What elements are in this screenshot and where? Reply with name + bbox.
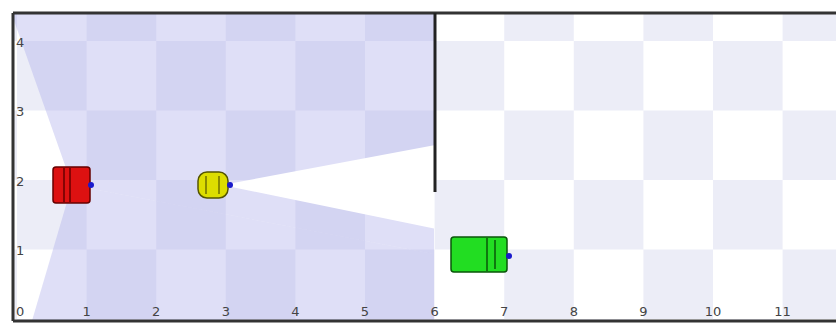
x-axis-tick: 1 [82, 305, 90, 318]
sensor-field [14, 14, 434, 320]
x-axis-tick: 6 [430, 305, 438, 318]
arena-border [13, 12, 836, 15]
x-axis-tick: 4 [291, 305, 299, 318]
arena-border [12, 13, 15, 321]
y-axis-tick: 4 [16, 36, 24, 49]
wall [434, 13, 437, 192]
y-axis-tick: 0 [16, 305, 24, 318]
y-axis-tick: 2 [16, 175, 24, 188]
x-axis-tick: 8 [570, 305, 578, 318]
x-axis-tick: 2 [152, 305, 160, 318]
red-robot [53, 167, 94, 203]
x-axis-tick: 3 [222, 305, 230, 318]
sensor-shadow [222, 145, 434, 229]
x-axis-tick: 10 [705, 305, 722, 318]
arena-border [13, 320, 836, 323]
x-axis-tick: 9 [639, 305, 647, 318]
green-robot [451, 237, 512, 272]
x-axis-tick: 11 [774, 305, 791, 318]
y-axis-tick: 1 [16, 244, 24, 257]
y-axis-tick: 3 [16, 105, 24, 118]
x-axis-tick: 7 [500, 305, 508, 318]
yellow-robot [198, 172, 233, 198]
x-axis-tick: 5 [361, 305, 369, 318]
